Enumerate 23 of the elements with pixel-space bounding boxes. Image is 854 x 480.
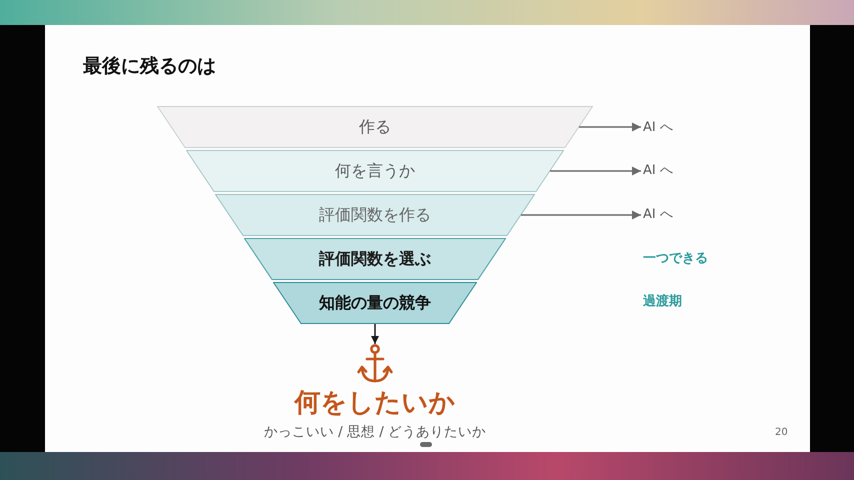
annotation-text: 過渡期 [643, 293, 682, 311]
target-label: AI へ [643, 206, 673, 224]
level-label: 知能の量の競争 [319, 293, 431, 313]
slide-title: 最後に残るのは [83, 54, 216, 78]
target-label: AI へ [643, 162, 673, 180]
funnel-level [215, 194, 535, 236]
anchor-icon [357, 344, 393, 384]
level-label: 作る [359, 117, 391, 137]
funnel-level [186, 150, 564, 192]
arrow [371, 324, 379, 344]
funnel-level [157, 106, 593, 148]
level-label: 評価関数を選ぶ [319, 249, 431, 269]
subtitle-text: かっこいい / 思想 / どうありたいか [264, 423, 486, 441]
arrow [550, 166, 641, 176]
arrow [579, 122, 641, 132]
level-label: 何を言うか [335, 161, 415, 181]
funnel-level [273, 282, 477, 324]
annotation-text: 一つできる [643, 250, 708, 268]
target-label: AI へ [643, 119, 673, 137]
arrow [521, 210, 641, 220]
goal-heading: 何をしたいか [294, 388, 456, 418]
page-number: 20 [775, 426, 788, 440]
level-label: 評価関数を作る [319, 205, 431, 225]
